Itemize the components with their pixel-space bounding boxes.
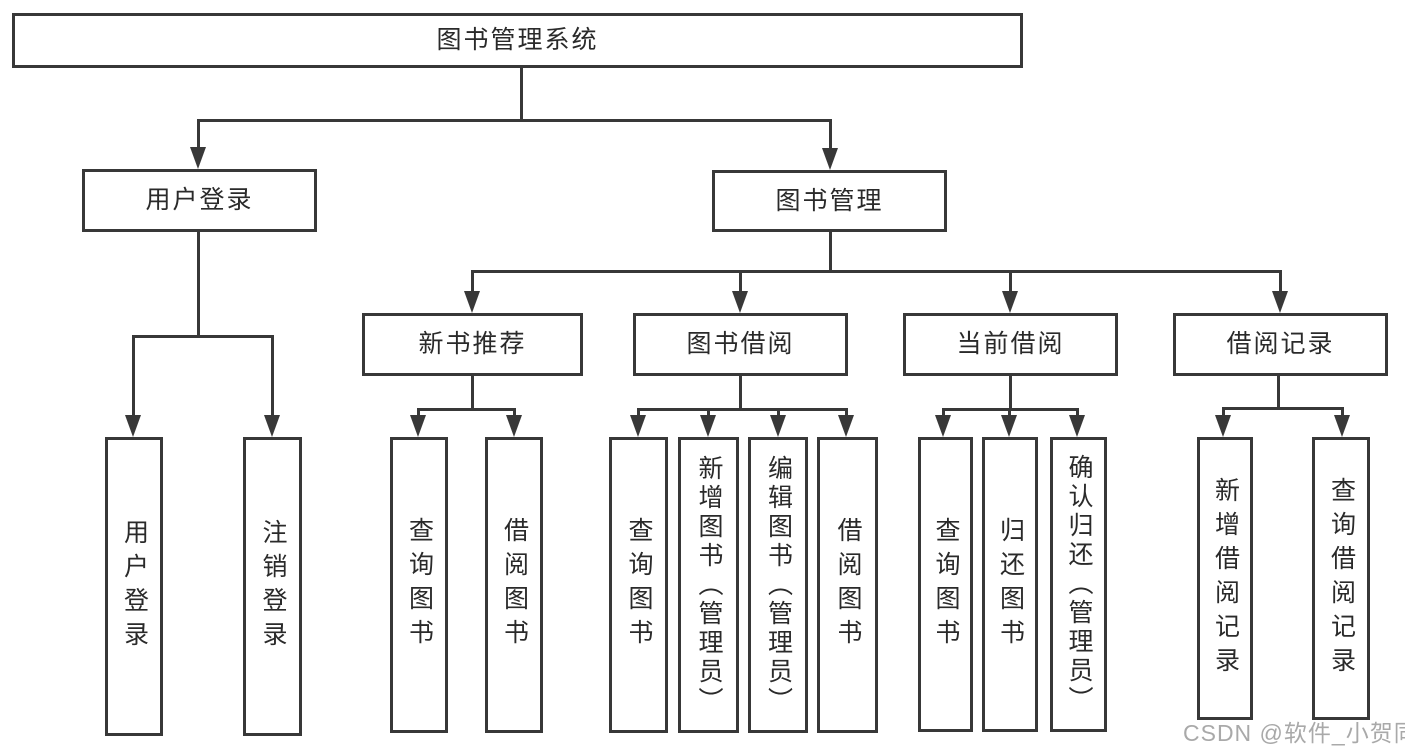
node-leaf-logout: 注销登录 — [243, 437, 302, 736]
connector-stem — [1277, 376, 1280, 408]
node-leaf-borrowing-borrow-books: 借阅图书 — [817, 437, 878, 733]
node-leaf-label: 查询图书 — [932, 516, 960, 653]
connector-shaft — [845, 408, 848, 417]
connector-level2-rail — [471, 270, 1281, 273]
node-leaf-label: 编辑图书（管理员） — [764, 454, 793, 716]
node-leaf-user-login-label: 用户登录 — [120, 518, 149, 655]
node-leaf-confirm-return-admin: 确认归还（管理员） — [1050, 437, 1107, 732]
connector-rail — [637, 408, 848, 411]
node-borrowing-records-label: 借阅记录 — [1226, 330, 1335, 358]
node-new-book-recommend-label: 新书推荐 — [418, 330, 527, 358]
arrow-down-icon — [190, 147, 206, 169]
connector-shaft — [829, 119, 832, 150]
arrow-down-icon — [506, 415, 522, 437]
connector-shaft — [1076, 408, 1079, 417]
arrow-down-icon — [1272, 291, 1288, 313]
connector-stem — [739, 376, 742, 409]
node-leaf-label: 归还图书 — [996, 516, 1025, 653]
node-leaf-label: 查询借阅记录 — [1327, 476, 1356, 681]
arrow-down-icon — [770, 415, 786, 437]
arrow-down-icon — [1215, 415, 1231, 437]
node-user-login-label: 用户登录 — [145, 186, 254, 214]
connector-user-login-stem — [197, 232, 200, 336]
node-leaf-newbook-query-books: 查询图书 — [390, 437, 448, 733]
node-leaf-return-books: 归还图书 — [982, 437, 1038, 732]
arrow-down-icon — [838, 415, 854, 437]
connector-shaft — [637, 408, 640, 417]
node-leaf-label: 新增借阅记录 — [1211, 476, 1240, 681]
connector-stem — [1009, 376, 1012, 409]
node-leaf-current-query-books: 查询图书 — [918, 437, 973, 732]
node-leaf-user-login: 用户登录 — [105, 437, 163, 736]
arrow-down-icon — [1334, 415, 1350, 437]
connector-shaft — [1222, 407, 1225, 417]
node-book-management: 图书管理 — [712, 170, 947, 232]
connector-shaft — [271, 335, 274, 417]
connector-shaft — [417, 408, 420, 417]
arrow-down-icon — [732, 291, 748, 313]
node-leaf-add-books-admin: 新增图书（管理员） — [678, 437, 739, 733]
node-leaf-edit-books-admin: 编辑图书（管理员） — [748, 437, 808, 733]
connector-root-stem — [520, 68, 523, 119]
connector-user-login-rail — [132, 335, 274, 338]
arrow-down-icon — [464, 291, 480, 313]
arrow-down-icon — [1002, 291, 1018, 313]
arrow-down-icon — [1069, 415, 1085, 437]
connector-stem — [471, 376, 474, 409]
node-user-login: 用户登录 — [82, 169, 317, 232]
connector-rail — [1222, 407, 1344, 410]
node-leaf-label: 新增图书（管理员） — [695, 454, 723, 716]
connector-shaft — [942, 408, 945, 417]
node-leaf-label: 借阅图书 — [500, 517, 529, 653]
arrow-down-icon — [1001, 415, 1017, 437]
arrow-down-icon — [822, 148, 838, 170]
node-leaf-label: 确认归还（管理员） — [1065, 454, 1093, 715]
connector-rail — [417, 408, 516, 411]
arrow-down-icon — [410, 415, 426, 437]
node-current-borrowing: 当前借阅 — [903, 313, 1118, 376]
connector-shaft — [471, 270, 474, 293]
connector-shaft — [1341, 407, 1344, 417]
arrow-down-icon — [264, 415, 280, 437]
connector-book-mgmt-stem — [829, 232, 832, 271]
connector-shaft — [197, 119, 200, 149]
connector-level1-rail — [197, 119, 832, 122]
node-leaf-label: 借阅图书 — [834, 517, 862, 653]
node-leaf-query-borrow-record: 查询借阅记录 — [1312, 437, 1370, 720]
connector-shaft — [513, 408, 516, 417]
connector-shaft — [1008, 408, 1011, 417]
connector-shaft — [1009, 270, 1012, 293]
node-current-borrowing-label: 当前借阅 — [956, 330, 1065, 358]
connector-shaft — [707, 408, 710, 417]
node-leaf-label: 查询图书 — [405, 517, 434, 653]
arrow-down-icon — [935, 415, 951, 437]
node-leaf-newbook-borrow-books: 借阅图书 — [485, 437, 543, 733]
csdn-watermark: CSDN @软件_小贺同学 — [1183, 720, 1405, 746]
node-leaf-borrowing-query-books: 查询图书 — [609, 437, 668, 733]
node-book-borrowing-label: 图书借阅 — [686, 330, 795, 358]
connector-shaft — [132, 335, 135, 417]
node-borrowing-records: 借阅记录 — [1173, 313, 1388, 376]
arrow-down-icon — [125, 415, 141, 437]
connector-shaft — [777, 408, 780, 417]
arrow-down-icon — [700, 415, 716, 437]
connector-shaft — [739, 270, 742, 293]
node-root-label: 图书管理系统 — [436, 26, 599, 54]
node-new-book-recommend: 新书推荐 — [362, 313, 583, 376]
node-leaf-label: 查询图书 — [625, 517, 653, 653]
node-leaf-add-borrow-record: 新增借阅记录 — [1197, 437, 1253, 720]
node-book-borrowing: 图书借阅 — [633, 313, 848, 376]
node-book-management-label: 图书管理 — [775, 186, 884, 215]
node-leaf-logout-label: 注销登录 — [259, 518, 287, 655]
arrow-down-icon — [630, 415, 646, 437]
node-root: 图书管理系统 — [12, 13, 1023, 68]
connector-shaft — [1279, 270, 1282, 293]
